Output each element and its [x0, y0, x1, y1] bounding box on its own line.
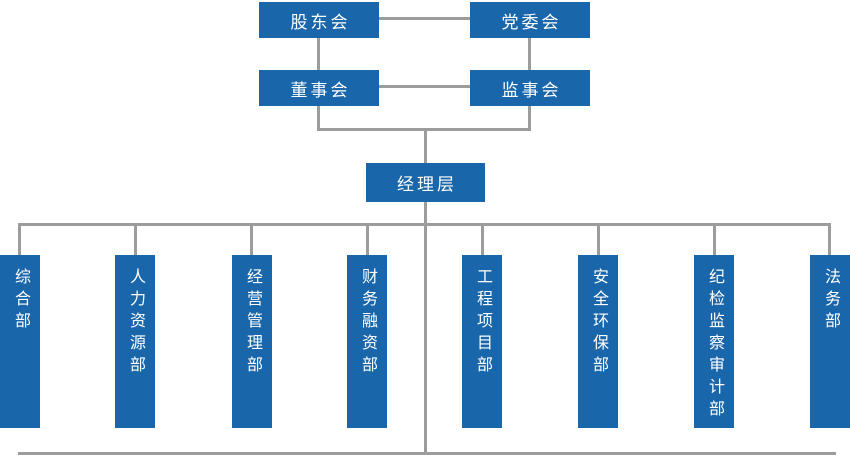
dept-node-human-resources: 人力资源部	[115, 255, 155, 428]
dept-node-label: 财务融资部	[359, 268, 376, 378]
connector-stub-finance	[366, 226, 369, 255]
dept-node-engineering-projects: 工程项目部	[462, 255, 502, 428]
dept-node-label: 人力资源部	[127, 268, 144, 378]
org-node-label: 党委会	[501, 12, 562, 32]
org-node-label: 监事会	[501, 80, 562, 100]
connector-stub-legal	[828, 226, 831, 255]
org-node-management: 经理层	[366, 163, 485, 202]
connector-stub-human-resources	[134, 226, 137, 255]
dept-node-legal-affairs: 法务部	[810, 255, 850, 428]
connector-stub-general-affairs	[18, 226, 21, 255]
dept-node-label: 工程项目部	[474, 268, 491, 378]
dept-node-finance-financing: 财务融资部	[347, 255, 387, 428]
connector-stub-engineering	[481, 226, 484, 255]
connector-shareholders-party	[379, 17, 470, 20]
connector-bottom-line	[18, 452, 836, 455]
connector-management-drop	[424, 202, 427, 452]
dept-node-label: 经营管理部	[244, 268, 261, 378]
org-node-label: 董事会	[290, 80, 351, 100]
dept-node-label: 综合部	[12, 268, 29, 334]
org-node-shareholders: 股东会	[259, 2, 379, 38]
dept-node-label: 安全环保部	[590, 268, 607, 378]
dept-node-label: 纪检监察审计部	[706, 268, 723, 422]
connector-departments-horizontal	[18, 223, 831, 226]
org-node-label: 股东会	[290, 12, 351, 32]
connector-party-supervisory	[528, 38, 531, 70]
connector-to-management	[424, 131, 427, 163]
org-node-board-of-directors: 董事会	[259, 70, 379, 106]
dept-node-discipline-inspection-audit: 纪检监察审计部	[694, 255, 734, 428]
connector-stub-discipline	[713, 226, 716, 255]
dept-node-general-affairs: 综合部	[0, 255, 40, 428]
connector-stub-safety	[597, 226, 600, 255]
connector-supervisory-drop	[528, 106, 531, 131]
connector-stub-operations	[250, 226, 253, 255]
dept-node-label: 法务部	[822, 268, 839, 334]
org-node-party-committee: 党委会	[470, 2, 590, 38]
connector-directors-drop	[317, 106, 320, 131]
connector-merge-horizontal	[317, 128, 531, 131]
dept-node-safety-environment: 安全环保部	[578, 255, 618, 428]
org-node-supervisory-board: 监事会	[470, 70, 590, 106]
connector-directors-supervisory	[379, 85, 470, 88]
dept-node-operations-management: 经营管理部	[232, 255, 272, 428]
connector-shareholders-directors	[317, 38, 320, 70]
org-node-label: 经理层	[397, 175, 457, 194]
